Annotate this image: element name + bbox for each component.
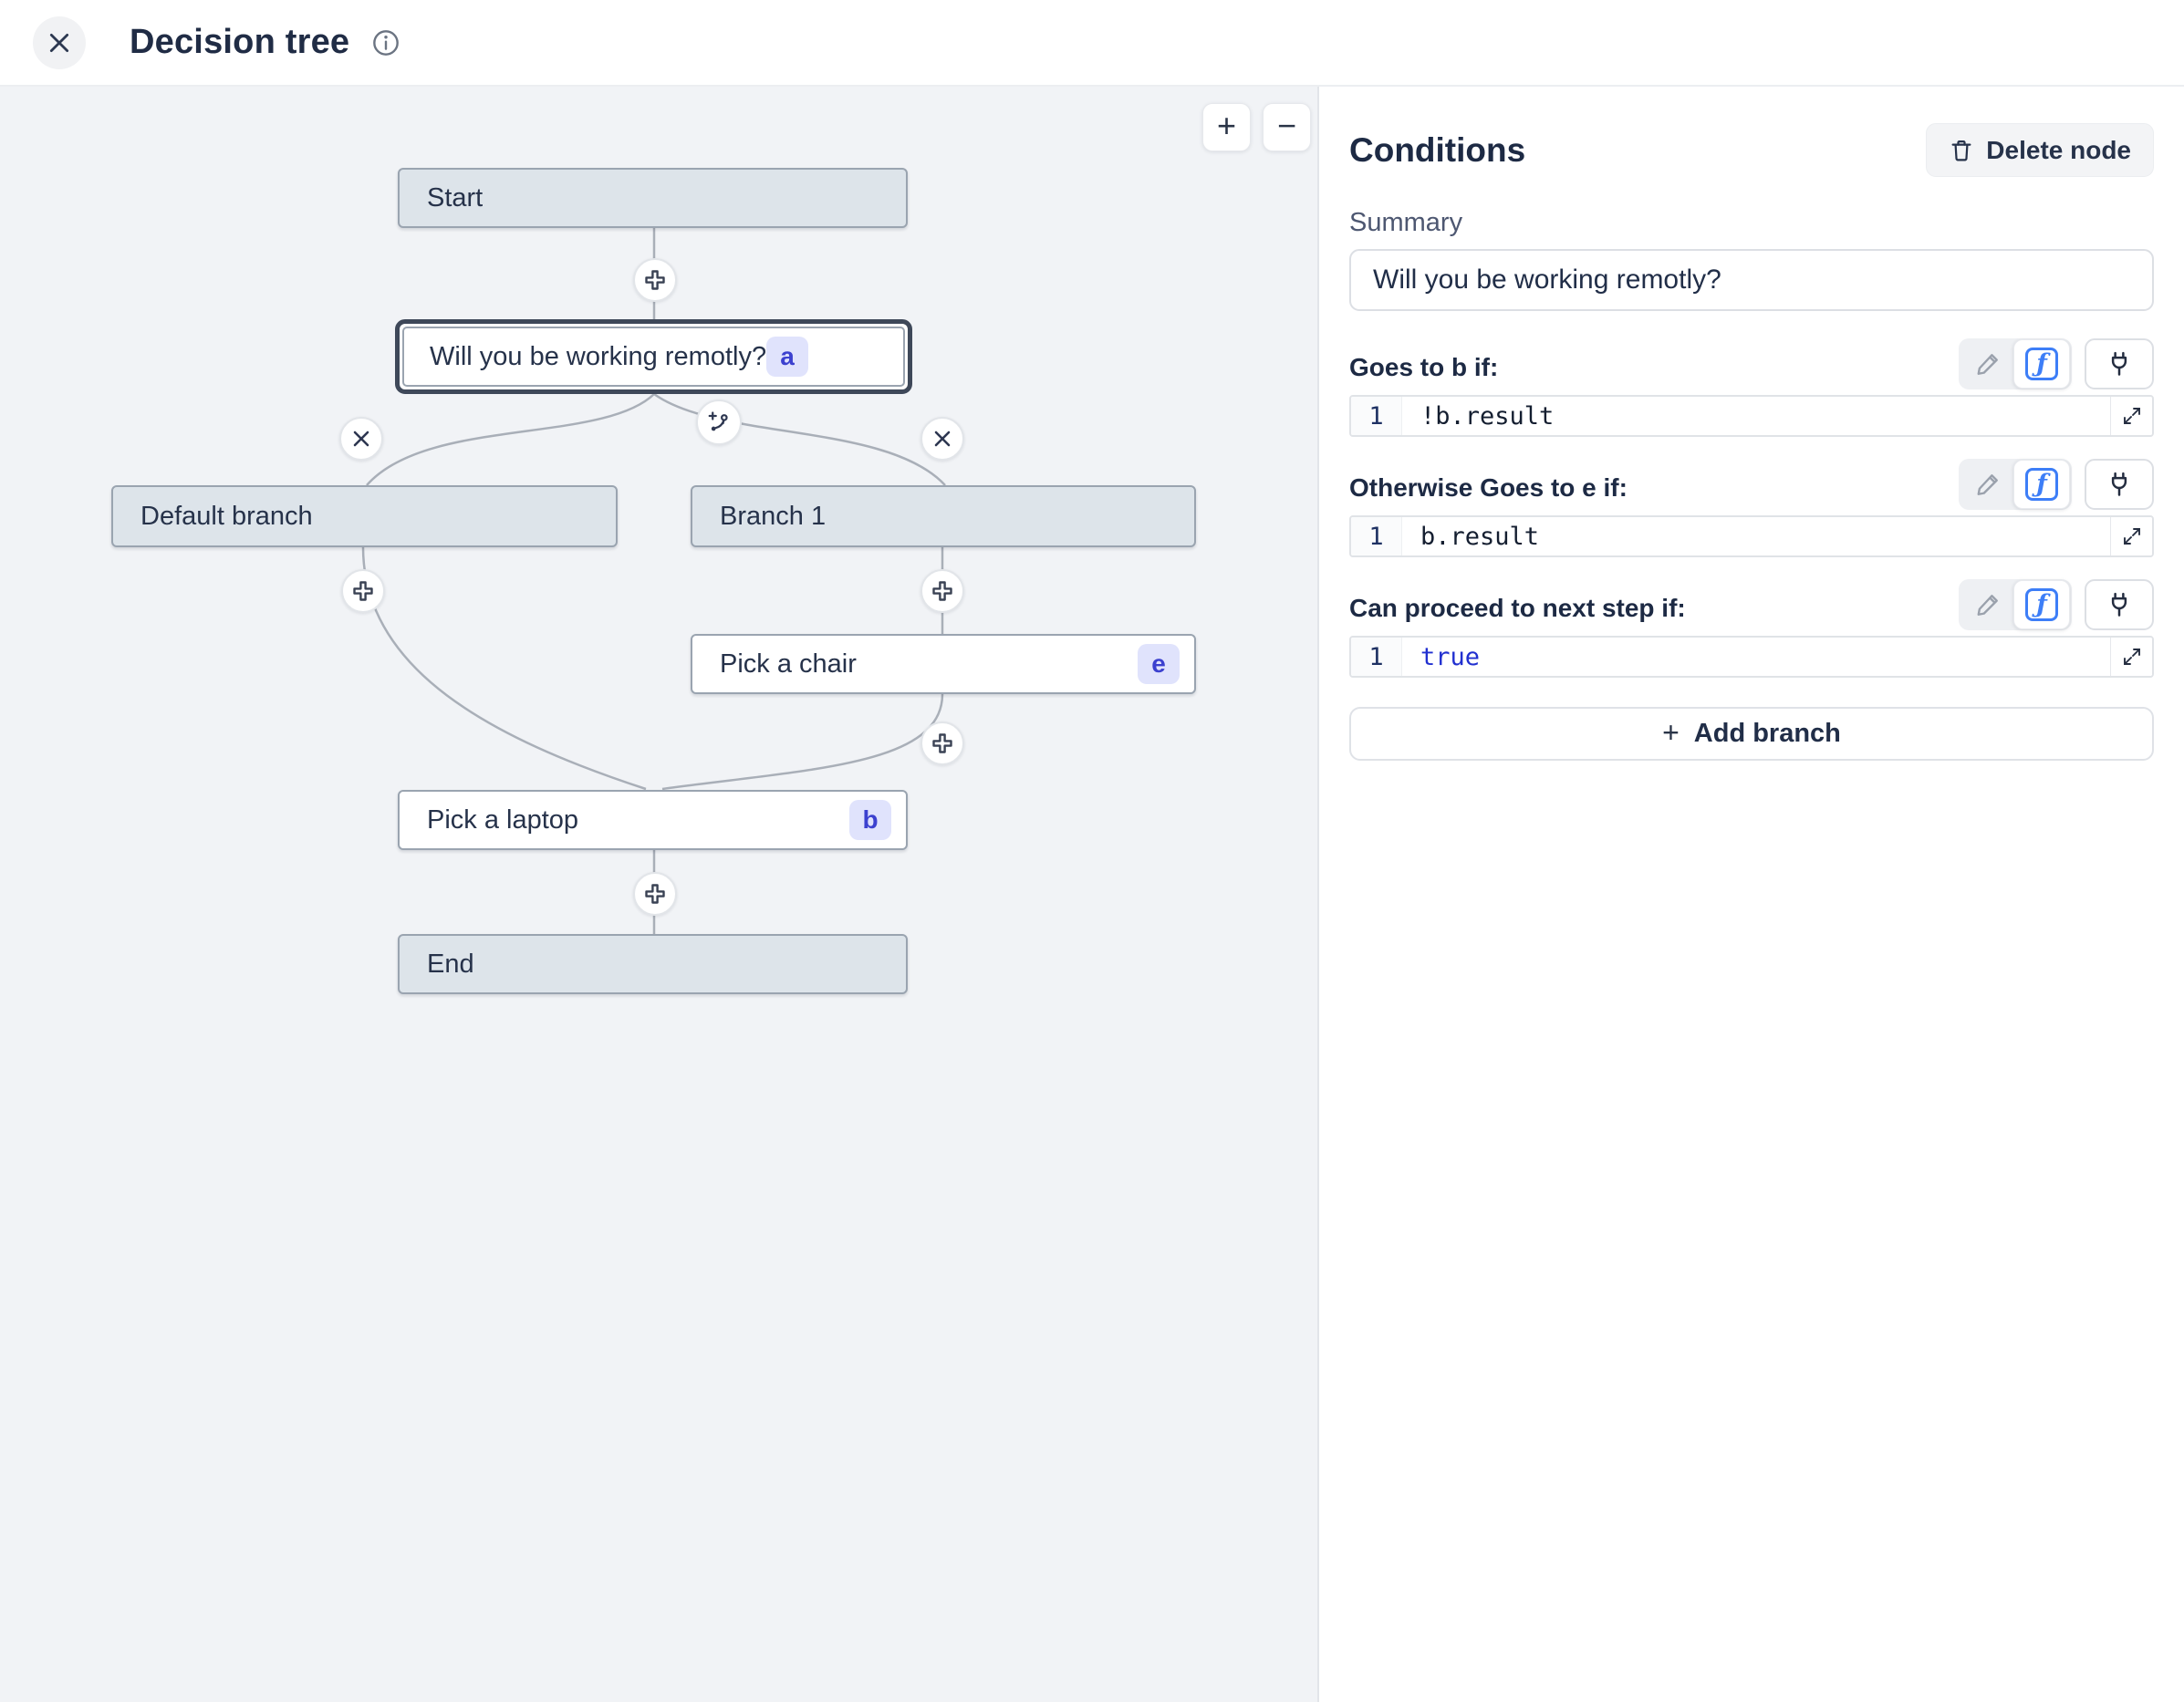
code-editor[interactable]: 1 !b.result — [1349, 395, 2154, 437]
condition-label: Goes to b if: — [1349, 353, 1499, 381]
node-badge: a — [766, 337, 809, 377]
plug-icon — [2106, 591, 2133, 618]
pencil-icon — [1974, 350, 2002, 378]
add-node-button[interactable] — [920, 569, 964, 613]
text-mode-button[interactable] — [1962, 584, 2013, 626]
fx-icon: ƒ — [2025, 348, 2058, 380]
plug-button[interactable] — [2085, 459, 2154, 510]
zoom-in-icon: + — [1216, 107, 1237, 144]
node-end[interactable]: End — [398, 934, 908, 994]
delete-node-button[interactable]: Delete node — [1926, 123, 2154, 177]
plug-button[interactable] — [2085, 338, 2154, 389]
conditions-panel: Conditions Delete node Summary Goes to b… — [1321, 87, 2184, 1702]
node-badge: e — [1138, 644, 1180, 684]
node-branch-1[interactable]: Branch 1 — [691, 485, 1196, 547]
add-node-icon — [643, 882, 667, 906]
code-text[interactable]: !b.result — [1420, 401, 1555, 431]
page-title: Decision tree — [130, 23, 350, 61]
expand-icon — [2121, 525, 2143, 547]
add-node-button[interactable] — [920, 721, 964, 765]
text-mode-button[interactable] — [1962, 463, 2013, 505]
expand-icon — [2121, 646, 2143, 668]
condition-label: Can proceed to next step if: — [1349, 594, 1686, 622]
node-pick-laptop[interactable]: Pick a laptop b — [398, 790, 908, 850]
fx-icon: ƒ — [2025, 588, 2058, 621]
add-node-icon — [351, 579, 375, 603]
add-node-icon — [931, 579, 954, 603]
plug-button[interactable] — [2085, 579, 2154, 630]
line-number: 1 — [1351, 638, 1402, 676]
remove-branch-button[interactable] — [339, 417, 383, 461]
add-node-icon — [643, 268, 667, 292]
fx-mode-button[interactable]: ƒ — [2013, 580, 2070, 629]
zoom-in-button[interactable]: + — [1202, 103, 1251, 151]
info-icon[interactable] — [371, 28, 400, 57]
editor-mode-toggle: ƒ — [1959, 338, 2072, 389]
fx-icon: ƒ — [2025, 468, 2058, 501]
pencil-icon — [1974, 471, 2002, 498]
node-default-branch[interactable]: Default branch — [111, 485, 618, 547]
add-node-button[interactable] — [633, 258, 677, 302]
add-branch-button[interactable]: + Add branch — [1349, 707, 2154, 761]
node-label: Pick a chair — [720, 649, 857, 679]
node-question-selected[interactable]: Will you be working remotly? a — [395, 319, 912, 394]
node-label: Will you be working remotly? — [430, 341, 767, 371]
plus-icon: + — [1662, 716, 1680, 749]
condition-label: Otherwise Goes to e if: — [1349, 473, 1628, 502]
zoom-out-button[interactable]: − — [1263, 103, 1311, 151]
close-icon — [47, 31, 71, 55]
editor-mode-toggle: ƒ — [1959, 459, 2072, 510]
text-mode-button[interactable] — [1962, 343, 2013, 385]
remove-branch-icon — [933, 430, 952, 448]
expand-button[interactable] — [2110, 638, 2152, 676]
add-branch-label: Add branch — [1693, 719, 1841, 748]
fx-mode-button[interactable]: ƒ — [2013, 339, 2070, 389]
add-branch-node-button[interactable] — [696, 400, 742, 445]
fx-mode-button[interactable]: ƒ — [2013, 460, 2070, 509]
pencil-icon — [1974, 591, 2002, 618]
add-node-button[interactable] — [633, 872, 677, 916]
node-start[interactable]: Start — [398, 168, 908, 228]
node-label: Branch 1 — [720, 501, 827, 531]
node-pick-chair[interactable]: Pick a chair e — [691, 634, 1196, 694]
delete-node-label: Delete node — [1986, 135, 2131, 164]
node-label: End — [427, 949, 474, 979]
app-header: Decision tree — [0, 0, 2184, 87]
summary-input[interactable] — [1349, 249, 2154, 311]
condition-group: Goes to b if: ƒ 1 — [1349, 338, 2154, 437]
expand-button[interactable] — [2110, 517, 2152, 555]
panel-title: Conditions — [1349, 130, 1526, 169]
code-editor[interactable]: 1 true — [1349, 636, 2154, 678]
code-text[interactable]: b.result — [1420, 522, 1540, 551]
flow-canvas[interactable]: + − Start Will you be working remotly? a… — [0, 87, 1319, 1702]
node-label: Pick a laptop — [427, 804, 579, 835]
node-label: Start — [427, 182, 484, 213]
add-node-button[interactable] — [341, 569, 385, 613]
plug-icon — [2106, 471, 2133, 498]
zoom-out-icon: − — [1276, 107, 1297, 144]
code-editor[interactable]: 1 b.result — [1349, 515, 2154, 557]
summary-label: Summary — [1349, 208, 1463, 237]
expand-icon — [2121, 405, 2143, 427]
close-button[interactable] — [33, 16, 86, 69]
plug-icon — [2106, 350, 2133, 378]
node-badge: b — [849, 800, 891, 840]
code-text[interactable]: true — [1420, 642, 1481, 671]
trash-icon — [1949, 138, 1974, 163]
condition-group: Can proceed to next step if: ƒ — [1349, 579, 2154, 678]
editor-mode-toggle: ƒ — [1959, 579, 2072, 630]
expand-button[interactable] — [2110, 397, 2152, 435]
add-branch-node-icon — [706, 410, 732, 435]
node-label: Default branch — [140, 501, 313, 531]
remove-branch-button[interactable] — [920, 417, 964, 461]
line-number: 1 — [1351, 517, 1402, 555]
line-number: 1 — [1351, 397, 1402, 435]
add-node-icon — [931, 732, 954, 755]
condition-group: Otherwise Goes to e if: ƒ — [1349, 459, 2154, 557]
remove-branch-icon — [352, 430, 370, 448]
